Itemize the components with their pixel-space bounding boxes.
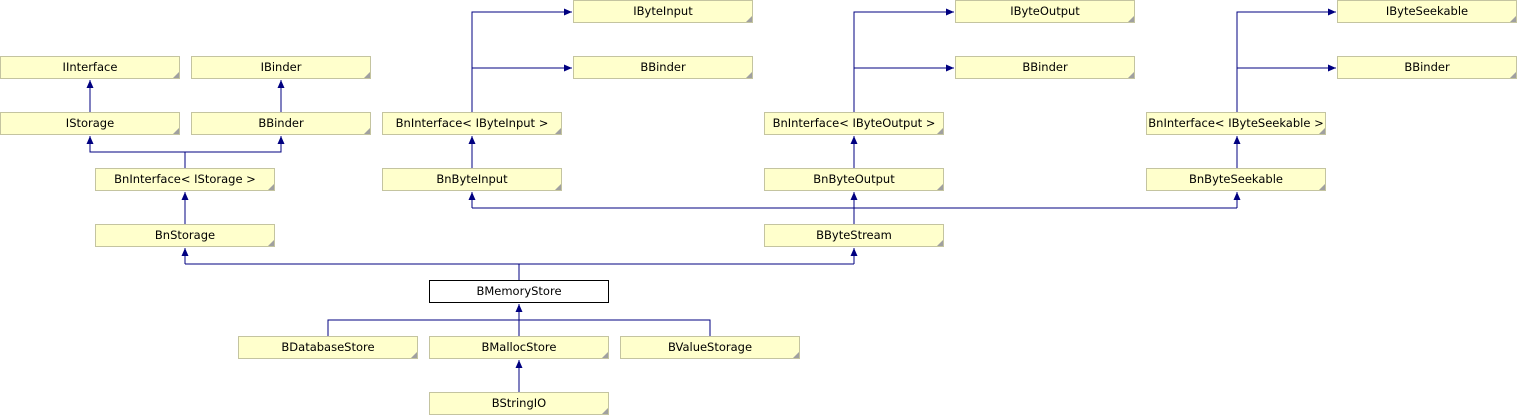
- node-bnbyteoutput[interactable]: BnByteOutput: [764, 168, 944, 191]
- node-label: IStorage: [65, 116, 115, 130]
- node-ibyteinput[interactable]: IByteInput: [573, 0, 753, 23]
- fold-icon: [746, 72, 752, 78]
- node-label: BBinder: [640, 60, 686, 74]
- fold-icon: [364, 128, 370, 134]
- node-bbinder-storage[interactable]: BBinder: [191, 112, 371, 135]
- node-iinterface[interactable]: IInterface: [0, 56, 180, 79]
- arrowhead-up-icon: [1233, 192, 1241, 200]
- node-label: IByteSeekable: [1385, 4, 1469, 18]
- arrowhead-up-icon: [1233, 136, 1241, 144]
- node-label: BValueStorage: [667, 340, 753, 354]
- node-label: BDatabaseStore: [281, 340, 375, 354]
- node-bninterface-ibyteseekable[interactable]: BnInterface< IByteSeekable >: [1146, 112, 1326, 135]
- node-bmallocstore[interactable]: BMallocStore: [429, 336, 609, 359]
- fold-icon: [364, 72, 370, 78]
- node-label: BStringIO: [491, 396, 547, 410]
- arrowhead-up-icon: [850, 136, 858, 144]
- arrowhead-up-icon: [277, 80, 285, 88]
- fold-icon: [1319, 184, 1325, 190]
- fold-icon: [1319, 128, 1325, 134]
- arrowhead-up-icon: [86, 136, 94, 144]
- node-label: BMallocStore: [481, 340, 557, 354]
- fold-icon: [937, 128, 943, 134]
- arrowhead-up-icon: [515, 304, 523, 312]
- arrowhead-right-icon: [564, 64, 572, 72]
- node-bnbyteinput[interactable]: BnByteInput: [382, 168, 562, 191]
- edge-bninterface-ibyteoutput: [853, 11, 954, 112]
- node-label: IBinder: [260, 60, 302, 74]
- arrowhead-up-icon: [850, 192, 858, 200]
- node-bbinder-seekable[interactable]: BBinder: [1337, 56, 1517, 79]
- node-label: IInterface: [62, 60, 118, 74]
- node-label: BnInterface< IByteInput >: [395, 116, 549, 130]
- fold-icon: [746, 16, 752, 22]
- node-label: BBinder: [1022, 60, 1068, 74]
- node-bvaluestorage[interactable]: BValueStorage: [620, 336, 800, 359]
- node-bmemorystore: BMemoryStore: [429, 280, 609, 303]
- fold-icon: [602, 408, 608, 414]
- node-ibyteseekable[interactable]: IByteSeekable: [1337, 0, 1517, 23]
- node-istorage[interactable]: IStorage: [0, 112, 180, 135]
- node-bnstorage[interactable]: BnStorage: [95, 224, 275, 247]
- arrowhead-up-icon: [181, 248, 189, 256]
- node-label: IByteOutput: [1010, 4, 1080, 18]
- node-label: BBinder: [258, 116, 304, 130]
- node-bbinder-output[interactable]: BBinder: [955, 56, 1135, 79]
- edge-bninterface-bbinder: [185, 136, 282, 153]
- arrowhead-right-icon: [946, 8, 954, 16]
- fold-icon: [1128, 16, 1134, 22]
- node-ibinder[interactable]: IBinder: [191, 56, 371, 79]
- node-label: BnInterface< IStorage >: [114, 172, 256, 186]
- arrowhead-up-icon: [515, 360, 523, 368]
- fold-icon: [937, 240, 943, 246]
- fold-icon: [555, 128, 561, 134]
- arrowhead-right-icon: [1328, 8, 1336, 16]
- node-bbytestream[interactable]: BByteStream: [764, 224, 944, 247]
- fold-icon: [1510, 16, 1516, 22]
- node-label: BMemoryStore: [476, 284, 562, 298]
- arrowhead-right-icon: [1328, 64, 1336, 72]
- edge-bninterface-ibyteinput: [471, 11, 572, 112]
- fold-icon: [1510, 72, 1516, 78]
- fold-icon: [555, 184, 561, 190]
- node-ibyteoutput[interactable]: IByteOutput: [955, 0, 1135, 23]
- fold-icon: [268, 184, 274, 190]
- arrowhead-right-icon: [564, 8, 572, 16]
- node-bninterface-istorage[interactable]: BnInterface< IStorage >: [95, 168, 275, 191]
- node-bninterface-ibyteoutput[interactable]: BnInterface< IByteOutput >: [764, 112, 944, 135]
- arrowhead-up-icon: [181, 192, 189, 200]
- fold-icon: [173, 128, 179, 134]
- fold-icon: [268, 240, 274, 246]
- fold-icon: [602, 352, 608, 358]
- node-label: BnInterface< IByteSeekable >: [1148, 116, 1324, 130]
- node-label: BByteStream: [816, 228, 892, 242]
- node-label: BnStorage: [154, 228, 216, 242]
- node-label: BnByteInput: [436, 172, 508, 186]
- fold-icon: [937, 184, 943, 190]
- arrowhead-up-icon: [850, 248, 858, 256]
- edge-bninterface-istorage: [89, 136, 186, 168]
- node-bnbyteseekable[interactable]: BnByteSeekable: [1146, 168, 1326, 191]
- node-label: IByteInput: [633, 4, 693, 18]
- node-label: BnByteSeekable: [1189, 172, 1283, 186]
- fold-icon: [793, 352, 799, 358]
- node-label: BnInterface< IByteOutput >: [772, 116, 936, 130]
- arrowhead-up-icon: [468, 136, 476, 144]
- node-bdatabasestore[interactable]: BDatabaseStore: [238, 336, 418, 359]
- arrowhead-right-icon: [946, 64, 954, 72]
- node-label: BnByteOutput: [813, 172, 895, 186]
- node-bbinder-input[interactable]: BBinder: [573, 56, 753, 79]
- edge-bninterface-ibyteseekable: [1236, 11, 1336, 112]
- node-bstringio[interactable]: BStringIO: [429, 392, 609, 415]
- arrowhead-up-icon: [468, 192, 476, 200]
- node-label: BBinder: [1404, 60, 1450, 74]
- arrowhead-up-icon: [277, 136, 285, 144]
- fold-icon: [173, 72, 179, 78]
- fold-icon: [411, 352, 417, 358]
- fold-icon: [1128, 72, 1134, 78]
- node-bninterface-ibyteinput[interactable]: BnInterface< IByteInput >: [382, 112, 562, 135]
- arrowhead-up-icon: [86, 80, 94, 88]
